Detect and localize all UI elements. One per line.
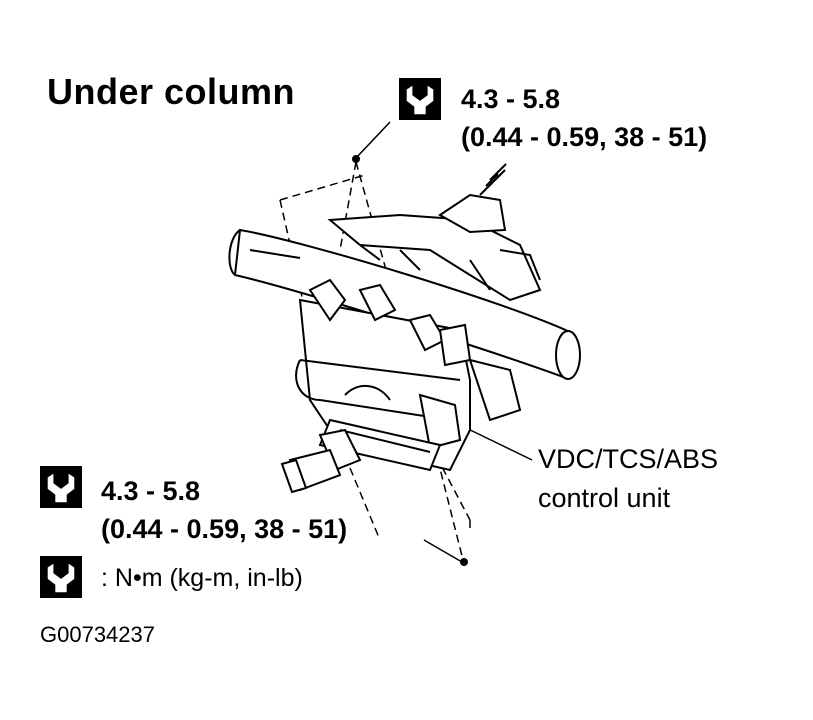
bottom-bolt: [460, 558, 468, 566]
figure-code: G00734237: [40, 622, 155, 647]
top-bolt: [352, 155, 360, 163]
component-label-line2: control unit: [538, 483, 671, 513]
top-torque-range: 4.3 - 5.8: [461, 84, 561, 114]
bottom-torque-range: 4.3 - 5.8: [101, 476, 201, 506]
diagram-title: Under column: [47, 71, 296, 112]
torque-wrench-icon: [40, 466, 82, 508]
upper-bracket: [327, 163, 542, 302]
torque-wrench-icon: [40, 556, 82, 598]
top-torque-detail: (0.44 - 0.59, 38 - 51): [461, 122, 708, 152]
callout-leaders: [355, 121, 533, 563]
lower-shaft: [280, 428, 362, 494]
bottom-torque-detail: (0.44 - 0.59, 38 - 51): [101, 514, 348, 544]
component-label-line1: VDC/TCS/ABS: [538, 444, 719, 474]
torque-unit-legend: : N•m (kg-m, in-lb): [101, 564, 303, 592]
torque-wrench-icon: [399, 78, 441, 120]
